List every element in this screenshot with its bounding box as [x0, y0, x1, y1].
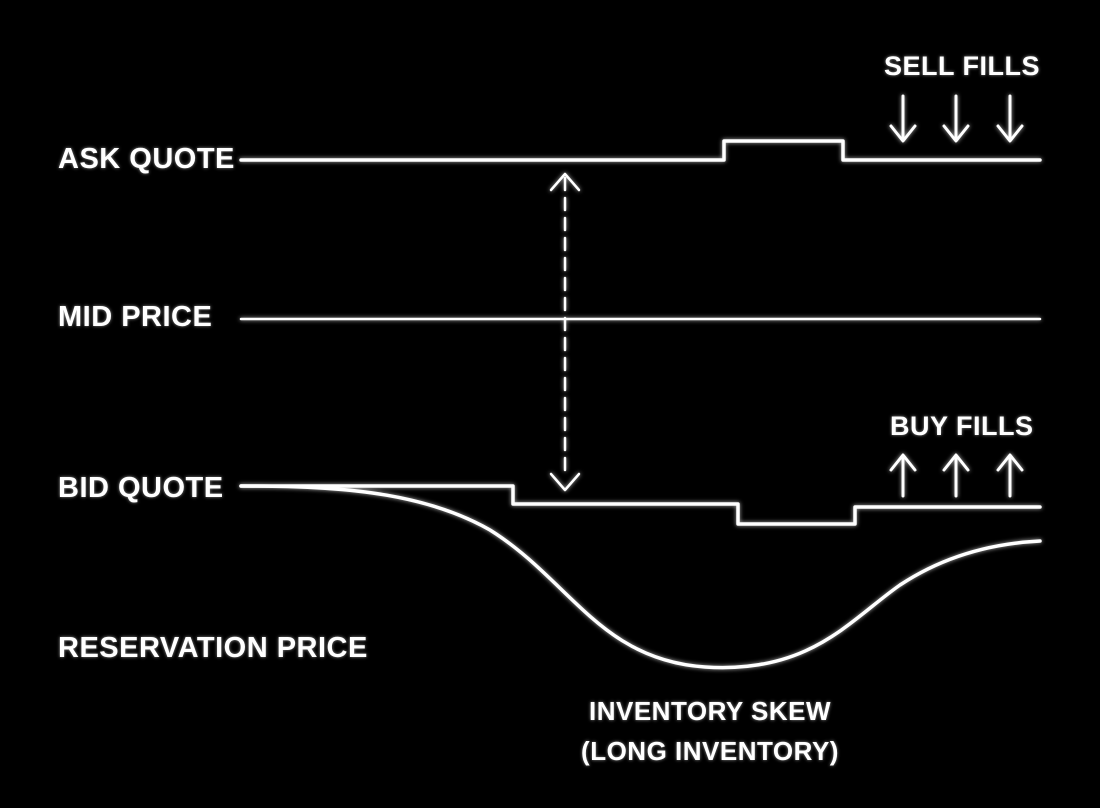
- inventory-skew-caption: INVENTORY SKEW: [588, 696, 831, 726]
- mid-price-label: MID PRICE: [58, 301, 213, 333]
- bid-quote-line: [239, 484, 1042, 526]
- reservation-price-curve: [239, 484, 1042, 670]
- ask-quote-line: [239, 139, 1042, 162]
- sell-fill-arrow-icon: [942, 94, 970, 143]
- buy-fill-arrow-icon: [996, 453, 1024, 498]
- reservation-price-label: RESERVATION PRICE: [58, 632, 368, 664]
- sell-fill-arrow-icon: [889, 94, 917, 143]
- sell-fill-arrow-icon: [996, 94, 1024, 143]
- bid-quote-label: BID QUOTE: [58, 472, 224, 504]
- sell-fills-label: SELL FILLS: [884, 51, 1041, 81]
- spread-arrow-icon: [549, 172, 581, 492]
- buy-fills-label: BUY FILLS: [890, 411, 1034, 441]
- buy-fill-arrow-icon: [942, 453, 970, 498]
- buy-fill-arrow-icon: [889, 453, 917, 498]
- ask-quote-label: ASK QUOTE: [58, 143, 235, 175]
- long-inventory-caption: (LONG INVENTORY): [581, 736, 839, 766]
